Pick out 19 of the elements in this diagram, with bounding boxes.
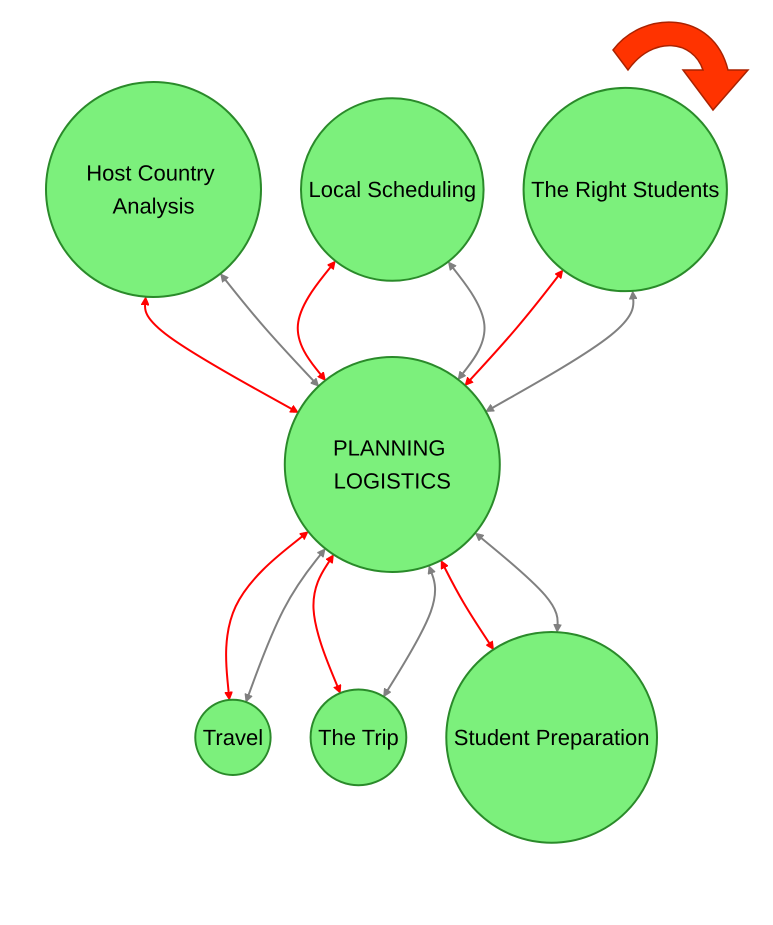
node-circle: PLANNING LOGISTICS <box>284 356 501 574</box>
node-circle: Travel <box>194 698 272 776</box>
arrow <box>220 274 320 387</box>
arrow <box>464 270 564 386</box>
node-circle: Student Preparation <box>445 631 658 844</box>
node-circle: Host Country Analysis <box>45 81 262 298</box>
arrow <box>475 532 562 633</box>
arrow <box>244 548 326 703</box>
arrow <box>440 560 494 650</box>
arrow <box>296 261 336 381</box>
node-circle: Local Scheduling <box>300 97 485 282</box>
node-circle: The Trip <box>310 688 408 786</box>
arrow <box>448 262 486 380</box>
arrow <box>312 554 342 694</box>
arrow <box>383 566 436 698</box>
arrow <box>224 532 308 700</box>
node-circle: The Right Students <box>522 86 728 292</box>
arrow <box>140 296 299 414</box>
arrow <box>485 291 638 412</box>
